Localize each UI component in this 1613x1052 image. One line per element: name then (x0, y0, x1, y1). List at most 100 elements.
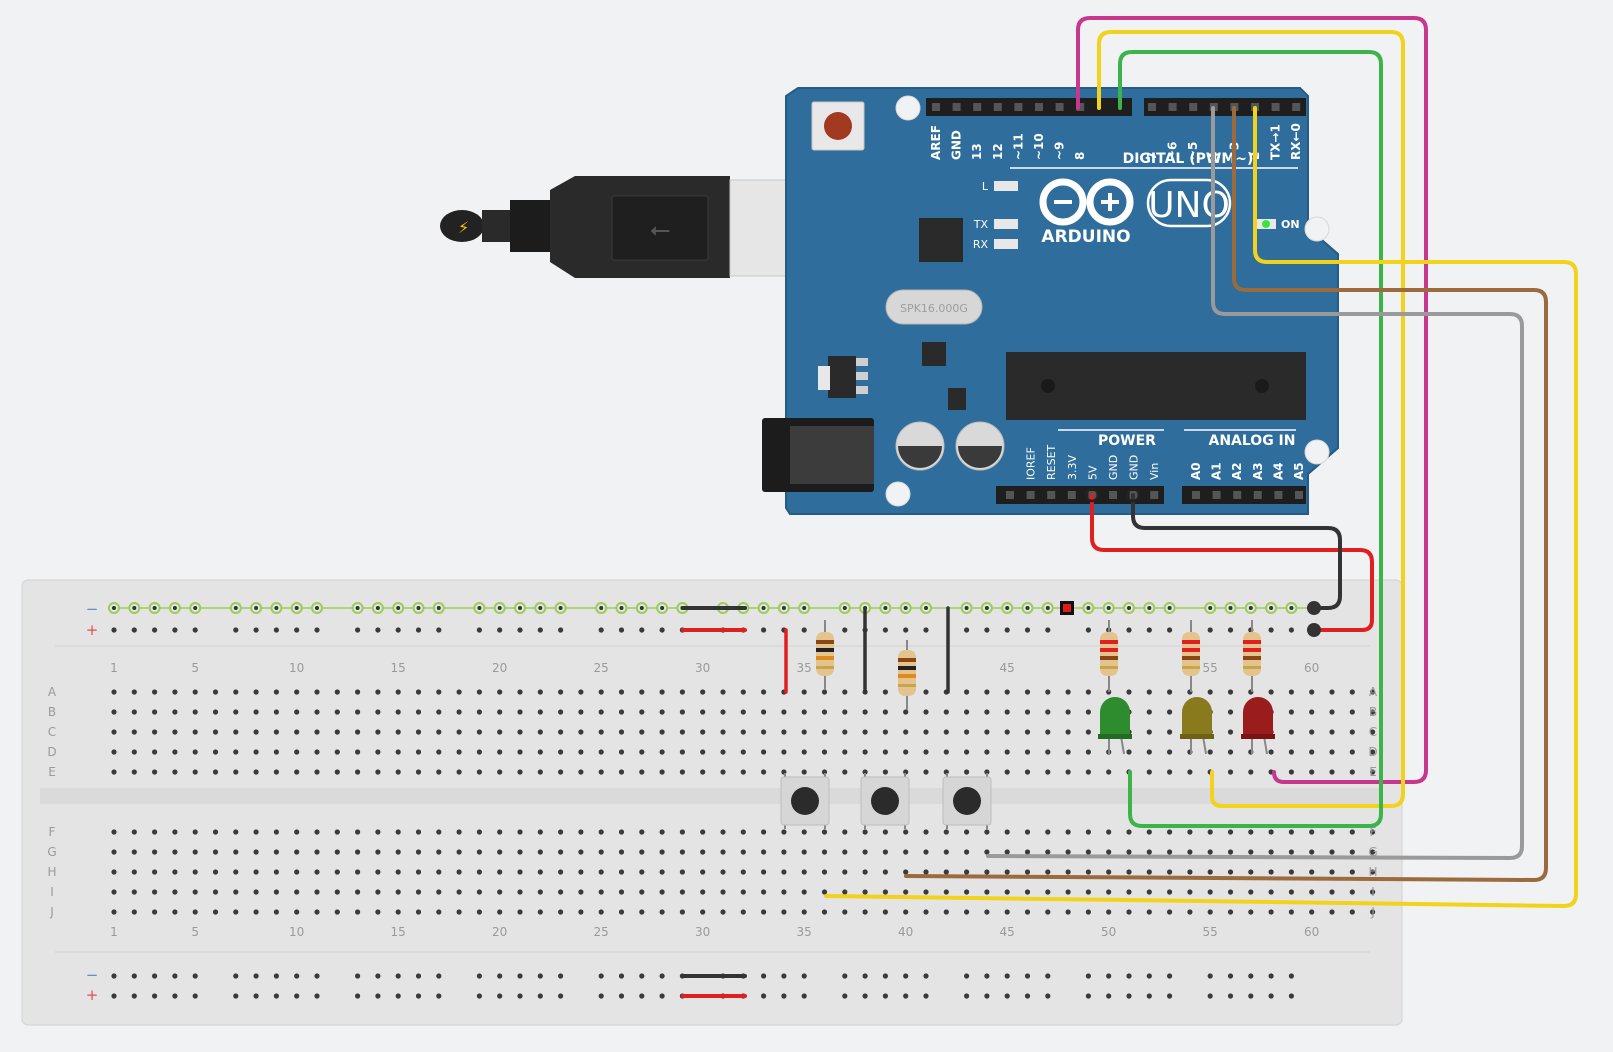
rail-hole[interactable] (375, 973, 381, 979)
analog-pin[interactable] (1274, 491, 1283, 499)
breadboard-hole[interactable] (1146, 849, 1152, 855)
breadboard-hole[interactable] (111, 849, 117, 855)
breadboard-hole[interactable] (740, 829, 746, 835)
breadboard-hole[interactable] (740, 729, 746, 735)
breadboard-hole[interactable] (1309, 869, 1315, 875)
breadboard-hole[interactable] (233, 829, 239, 835)
breadboard-hole[interactable] (842, 849, 848, 855)
breadboard-hole[interactable] (781, 729, 787, 735)
breadboard-hole[interactable] (1167, 869, 1173, 875)
breadboard-hole[interactable] (862, 849, 868, 855)
breadboard-hole[interactable] (862, 869, 868, 875)
breadboard-hole[interactable] (659, 869, 665, 875)
breadboard-hole[interactable] (517, 729, 523, 735)
breadboard-hole[interactable] (355, 749, 361, 755)
breadboard-hole[interactable] (943, 889, 949, 895)
breadboard-hole[interactable] (1207, 869, 1213, 875)
breadboard-hole[interactable] (436, 849, 442, 855)
rail-hole[interactable] (131, 993, 137, 999)
wire-black-gnd[interactable] (1131, 493, 1342, 610)
push-button-1[interactable] (780, 773, 830, 829)
breadboard-hole[interactable] (578, 709, 584, 715)
breadboard-hole[interactable] (1065, 749, 1071, 755)
breadboard-hole[interactable] (1167, 829, 1173, 835)
breadboard-hole[interactable] (152, 689, 158, 695)
breadboard-hole[interactable] (517, 869, 523, 875)
breadboard-hole[interactable] (476, 729, 482, 735)
breadboard-hole[interactable] (558, 769, 564, 775)
breadboard-hole[interactable] (700, 729, 706, 735)
breadboard-hole[interactable] (618, 829, 625, 835)
breadboard-hole[interactable] (253, 829, 259, 835)
breadboard-hole[interactable] (1146, 769, 1152, 775)
rail-hole[interactable] (659, 627, 665, 633)
breadboard-hole[interactable] (801, 769, 807, 775)
breadboard-hole[interactable] (172, 729, 178, 735)
breadboard-hole[interactable] (1085, 729, 1091, 735)
breadboard-hole[interactable] (1146, 889, 1152, 895)
breadboard-hole[interactable] (1045, 849, 1051, 855)
breadboard-hole[interactable] (862, 729, 868, 735)
breadboard-hole[interactable] (294, 749, 300, 755)
breadboard-hole[interactable] (903, 729, 909, 735)
breadboard-hole[interactable] (537, 889, 543, 895)
breadboard-hole[interactable] (1045, 729, 1051, 735)
breadboard-hole[interactable] (1065, 689, 1071, 695)
breadboard-hole[interactable] (720, 689, 726, 695)
rail-hole[interactable] (537, 993, 543, 999)
breadboard-hole[interactable] (1126, 829, 1132, 835)
digital-pin[interactable] (1271, 103, 1280, 111)
breadboard-hole[interactable] (558, 689, 564, 695)
breadboard-hole[interactable] (476, 709, 482, 715)
breadboard-hole[interactable] (740, 769, 746, 775)
breadboard-hole[interactable] (1045, 889, 1051, 895)
breadboard-hole[interactable] (761, 849, 767, 855)
breadboard-hole[interactable] (172, 869, 178, 875)
breadboard-hole[interactable] (1085, 889, 1091, 895)
breadboard-hole[interactable] (618, 869, 625, 875)
breadboard-hole[interactable] (1329, 889, 1335, 895)
breadboard-hole[interactable] (598, 869, 604, 875)
rail-hole[interactable] (355, 993, 361, 999)
rail-hole[interactable] (192, 993, 198, 999)
rail-hole[interactable] (253, 993, 259, 999)
breadboard-hole[interactable] (679, 689, 686, 695)
breadboard-hole[interactable] (720, 749, 726, 755)
rail-hole[interactable] (923, 993, 929, 999)
breadboard-hole[interactable] (1268, 909, 1274, 915)
breadboard-hole[interactable] (761, 689, 767, 695)
breadboard-hole[interactable] (355, 769, 361, 775)
breadboard-hole[interactable] (395, 829, 401, 835)
rail-hole[interactable] (415, 973, 422, 979)
breadboard-hole[interactable] (842, 829, 848, 835)
breadboard-hole[interactable] (1065, 769, 1071, 775)
breadboard-hole[interactable] (334, 709, 340, 715)
rail-hole[interactable] (1004, 993, 1010, 999)
breadboard-hole[interactable] (781, 829, 787, 835)
wire-yellow-pin2[interactable] (824, 106, 1578, 908)
breadboard-hole[interactable] (253, 749, 259, 755)
breadboard-hole[interactable] (273, 869, 279, 875)
breadboard-hole[interactable] (558, 749, 564, 755)
breadboard-hole[interactable] (436, 729, 442, 735)
breadboard-hole[interactable] (882, 769, 889, 775)
breadboard-hole[interactable] (355, 829, 361, 835)
digital-pin[interactable] (932, 103, 940, 111)
rail-hole[interactable] (781, 973, 787, 979)
breadboard-hole[interactable] (537, 829, 543, 835)
breadboard-hole[interactable] (558, 869, 564, 875)
rail-hole[interactable] (497, 627, 503, 633)
breadboard-hole[interactable] (1065, 869, 1071, 875)
breadboard-hole[interactable] (761, 909, 767, 915)
rail-hole[interactable] (395, 627, 401, 633)
breadboard-hole[interactable] (1349, 829, 1355, 835)
breadboard-hole[interactable] (578, 749, 584, 755)
breadboard-hole[interactable] (1024, 729, 1031, 735)
breadboard-hole[interactable] (1085, 689, 1091, 695)
breadboard-hole[interactable] (355, 889, 361, 895)
breadboard-hole[interactable] (537, 909, 543, 915)
rail-hole[interactable] (842, 973, 848, 979)
wire-gray-pin4[interactable] (986, 106, 1524, 860)
rail-hole[interactable] (1227, 993, 1234, 999)
breadboard-hole[interactable] (152, 849, 158, 855)
